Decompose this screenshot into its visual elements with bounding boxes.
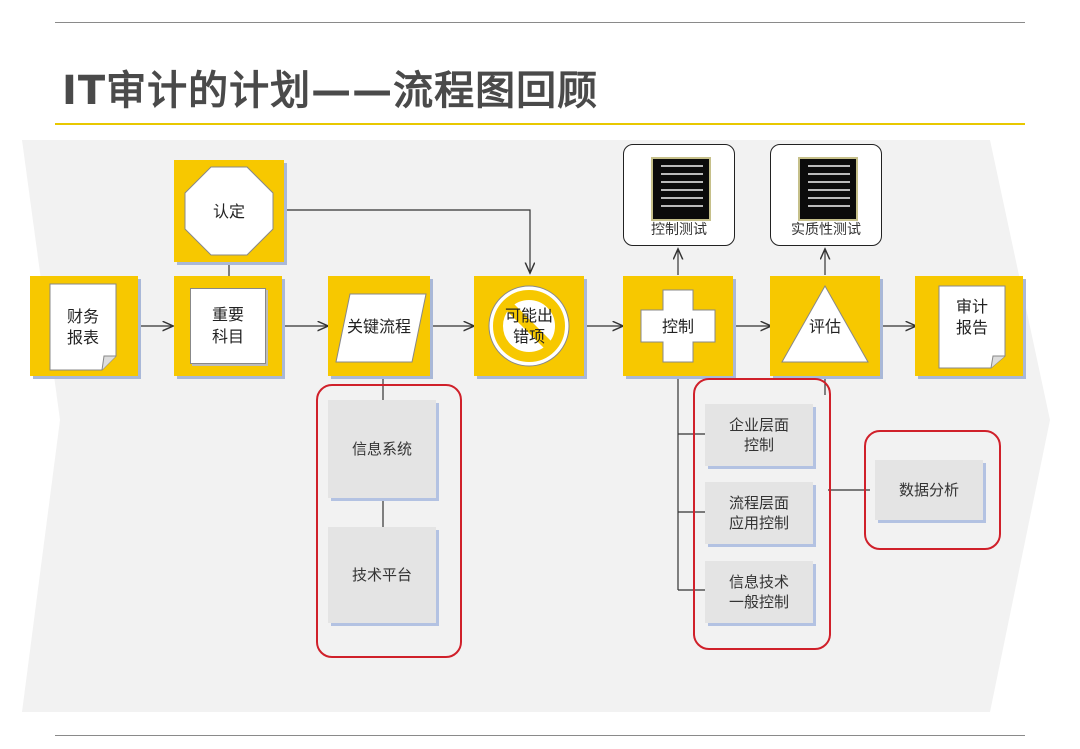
info-system-box: 信息系统 <box>328 400 436 498</box>
audit-report-label: 审计 报告 <box>955 297 988 337</box>
evaluation-label: 评估 <box>808 316 841 336</box>
systems-group-outline <box>316 384 462 658</box>
recognition-node: 认定 <box>174 160 284 262</box>
control-test-label: 控制测试 <box>651 222 707 238</box>
substantive-test-popup: 实质性测试 <box>770 144 882 246</box>
data-analysis-box: 数据分析 <box>875 460 983 520</box>
parallelogram-icon <box>335 293 427 363</box>
analysis-group-outline <box>864 430 1001 550</box>
top-rule <box>55 22 1025 23</box>
financial-report-label: 财务 报表 <box>66 307 99 347</box>
control-test-popup: 控制测试 <box>623 144 735 246</box>
control-node: 控制 <box>623 276 733 376</box>
document-icon <box>49 283 117 371</box>
recognition-label: 认定 <box>212 201 245 221</box>
document-icon <box>938 285 1006 369</box>
monitor-icon <box>798 157 858 221</box>
octagon-icon <box>184 166 274 256</box>
evaluation-node: 评估 <box>770 276 880 376</box>
entity-level-control-box: 企业层面 控制 <box>705 404 813 466</box>
key-process-node: 关键流程 <box>328 276 430 376</box>
page-title: IT审计的计划——流程图回顾 <box>62 68 599 114</box>
tech-platform-box: 技术平台 <box>328 527 436 623</box>
process-app-control-box: 流程层面 应用控制 <box>705 482 813 544</box>
bottom-rule <box>55 735 1025 736</box>
key-account-node: 重要 科目 <box>174 276 282 376</box>
title-underline <box>55 123 1025 125</box>
substantive-test-label: 实质性测试 <box>791 222 861 238</box>
potential-error-node: 可能出 错项 <box>474 276 584 376</box>
controls-group-outline <box>693 378 831 650</box>
control-bracket <box>677 376 700 590</box>
itgc-box: 信息技术 一般控制 <box>705 561 813 623</box>
potential-error-label: 可能出 错项 <box>504 306 553 346</box>
triangle-icon <box>781 284 869 363</box>
no-sign-icon <box>488 285 570 367</box>
arrow-recognition-to-error <box>285 209 530 272</box>
cross-icon <box>640 289 716 363</box>
financial-report-node: 财务 报表 <box>30 276 138 376</box>
key-process-label: 关键流程 <box>346 316 411 336</box>
control-label: 控制 <box>661 316 694 336</box>
audit-report-node: 审计 报告 <box>915 276 1023 376</box>
key-account-label: 重要 科目 <box>190 288 266 364</box>
monitor-icon <box>651 157 711 221</box>
